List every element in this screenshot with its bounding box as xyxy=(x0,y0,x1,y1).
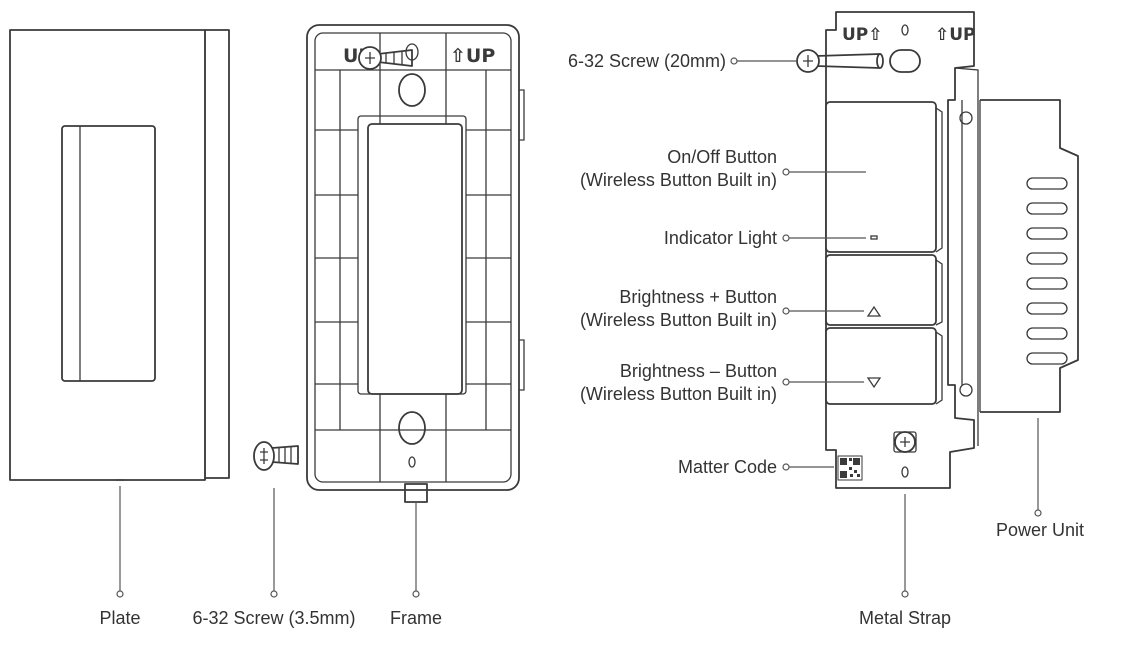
indicator-callout: Indicator Light xyxy=(664,228,866,248)
screw-short-label: 6-32 Screw (3.5mm) xyxy=(192,608,355,628)
qr-code-icon xyxy=(837,455,863,481)
plate-label: Plate xyxy=(99,608,140,628)
phillips-screw-icon xyxy=(260,448,268,464)
brightness-minus-callout: Brightness – Button (Wireless Button Bui… xyxy=(580,361,864,404)
indicator-label: Indicator Light xyxy=(664,228,777,248)
frame-up-right: ⇧UP xyxy=(450,45,495,67)
vent-slots xyxy=(1026,177,1068,365)
brightness-minus-label-line1: Brightness – Button xyxy=(620,361,777,381)
switch-body xyxy=(825,101,943,405)
screw-long-callout: 6-32 Screw (20mm) xyxy=(568,51,796,71)
matter-code-label: Matter Code xyxy=(678,457,777,477)
onoff-label-line1: On/Off Button xyxy=(667,147,777,167)
screw-long xyxy=(796,49,884,73)
power-unit xyxy=(979,99,1079,413)
plate-callout: Plate xyxy=(99,486,141,628)
strap-up-right: ⇧UP xyxy=(935,25,976,45)
screw-long-label: 6-32 Screw (20mm) xyxy=(568,51,726,71)
metal-strap-callout: Metal Strap xyxy=(859,494,951,628)
metal-strap-label: Metal Strap xyxy=(859,608,951,628)
frame-callout: Frame xyxy=(390,502,442,628)
power-unit-callout: Power Unit xyxy=(996,418,1084,540)
screw-short-callout: 6-32 Screw (3.5mm) xyxy=(192,488,356,628)
phillips-screw-icon xyxy=(365,52,375,64)
phillips-screw-icon xyxy=(900,437,910,447)
triangle-down-icon xyxy=(866,377,882,389)
plate xyxy=(9,29,230,481)
onoff-callout: On/Off Button (Wireless Button Built in) xyxy=(580,147,866,190)
brightness-plus-label-line1: Brightness + Button xyxy=(619,287,777,307)
brightness-minus-label-line2: (Wireless Button Built in) xyxy=(580,384,777,404)
matter-code-callout: Matter Code xyxy=(678,457,834,477)
onoff-label-line2: (Wireless Button Built in) xyxy=(580,170,777,190)
frame: UP ⇧UP xyxy=(306,24,525,503)
brightness-plus-callout: Brightness + Button (Wireless Button Bui… xyxy=(580,287,864,330)
strap-up-left: UP⇧ xyxy=(842,25,883,45)
brightness-plus-label-line2: (Wireless Button Built in) xyxy=(580,310,777,330)
triangle-up-icon xyxy=(866,305,882,317)
power-unit-label: Power Unit xyxy=(996,520,1084,540)
phillips-screw-icon xyxy=(803,55,813,67)
screw-short xyxy=(253,441,299,471)
frame-label: Frame xyxy=(390,608,442,628)
